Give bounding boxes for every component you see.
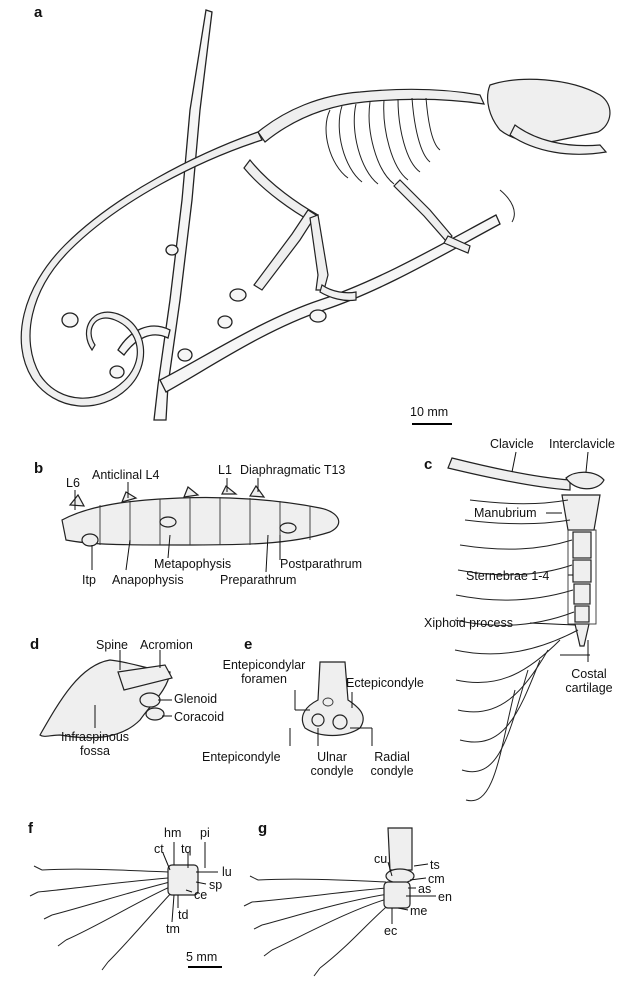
label-cu: cu <box>374 852 388 866</box>
label-interclavicle: Interclavicle <box>549 437 615 451</box>
label-ulnar-condyle: Ulnar condyle <box>304 750 360 778</box>
humerus-figure <box>289 661 373 746</box>
label-ce: ce <box>194 888 208 902</box>
label-entepicondylar-line2: foramen <box>241 672 287 686</box>
label-entepicondyle: Entepicondyle <box>202 750 281 764</box>
panel-e-letter: e <box>244 636 253 653</box>
panel-d-letter: d <box>30 636 40 653</box>
label-manubrium: Manubrium <box>474 506 537 520</box>
label-tq: tq <box>181 842 192 856</box>
vertebral-column <box>61 484 340 547</box>
label-costal-line1: Costal <box>571 667 607 681</box>
label-entepicondylar-foramen: Entepicondylar foramen <box>214 658 314 686</box>
label-infraspinous-line1: Infraspinous <box>60 730 130 744</box>
label-cm: cm <box>428 872 445 886</box>
scale-label-f: 5 mm <box>186 950 218 964</box>
label-entepicondylar-line1: Entepicondylar <box>222 658 306 672</box>
panel-c-letter: c <box>424 456 433 473</box>
label-ec: ec <box>384 924 398 938</box>
label-ct: ct <box>154 842 164 856</box>
label-en: en <box>438 890 452 904</box>
label-sp: sp <box>209 878 223 892</box>
label-coracoid: Coracoid <box>174 710 225 724</box>
label-sternebrae: Sternebrae 1-4 <box>466 569 550 583</box>
label-radial-line2: condyle <box>370 764 414 778</box>
label-ts: ts <box>430 858 440 872</box>
label-diaphragmatic-t13: Diaphragmatic T13 <box>240 463 346 477</box>
label-lu: lu <box>222 865 232 879</box>
panel-a-letter: a <box>34 4 43 21</box>
foot-figure <box>243 827 436 977</box>
label-radial-line1: Radial <box>374 750 410 764</box>
label-td: td <box>178 908 189 922</box>
label-as: as <box>418 882 432 896</box>
label-hm: hm <box>164 826 182 840</box>
label-costal-line2: cartilage <box>565 681 613 695</box>
label-spine: Spine <box>96 638 128 652</box>
label-anticlinal-l4: Anticlinal L4 <box>92 468 160 482</box>
label-acromion: Acromion <box>140 638 193 652</box>
panel-g-letter: g <box>258 820 268 837</box>
label-me: me <box>410 904 428 918</box>
label-glenoid: Glenoid <box>174 692 218 706</box>
label-postparathrum: Postparathrum <box>280 557 362 571</box>
panel-b-letter: b <box>34 460 44 477</box>
label-tm: tm <box>166 922 180 936</box>
label-l6: L6 <box>66 476 80 490</box>
scale-label-a: 10 mm <box>410 405 449 419</box>
label-infraspinous-fossa: Infraspinous fossa <box>50 730 140 758</box>
sternum-figure <box>447 451 605 802</box>
panel-f-letter: f <box>28 820 33 837</box>
label-clavicle: Clavicle <box>490 437 534 451</box>
label-ulnar-line2: condyle <box>310 764 354 778</box>
label-radial-condyle: Radial condyle <box>362 750 422 778</box>
label-metapophysis: Metapophysis <box>154 557 232 571</box>
scapula-figure <box>39 650 173 739</box>
tree-branch <box>61 9 501 421</box>
label-costal-cartilage: Costal cartilage <box>554 667 624 695</box>
label-preparathrum: Preparathrum <box>220 573 297 587</box>
label-l1: L1 <box>218 463 232 477</box>
label-xiphoid-process: Xiphoid process <box>424 616 513 630</box>
label-infraspinous-line2: fossa <box>80 744 110 758</box>
hand-figure <box>29 842 218 971</box>
label-ulnar-line1: Ulnar <box>317 750 347 764</box>
skeleton-figure <box>20 78 611 407</box>
label-anapophysis: Anapophysis <box>112 573 184 587</box>
label-pi: pi <box>200 826 210 840</box>
label-itp: Itp <box>82 573 96 587</box>
label-ectepicondyle: Ectepicondyle <box>346 676 424 690</box>
vertebra-leaders <box>74 478 281 573</box>
